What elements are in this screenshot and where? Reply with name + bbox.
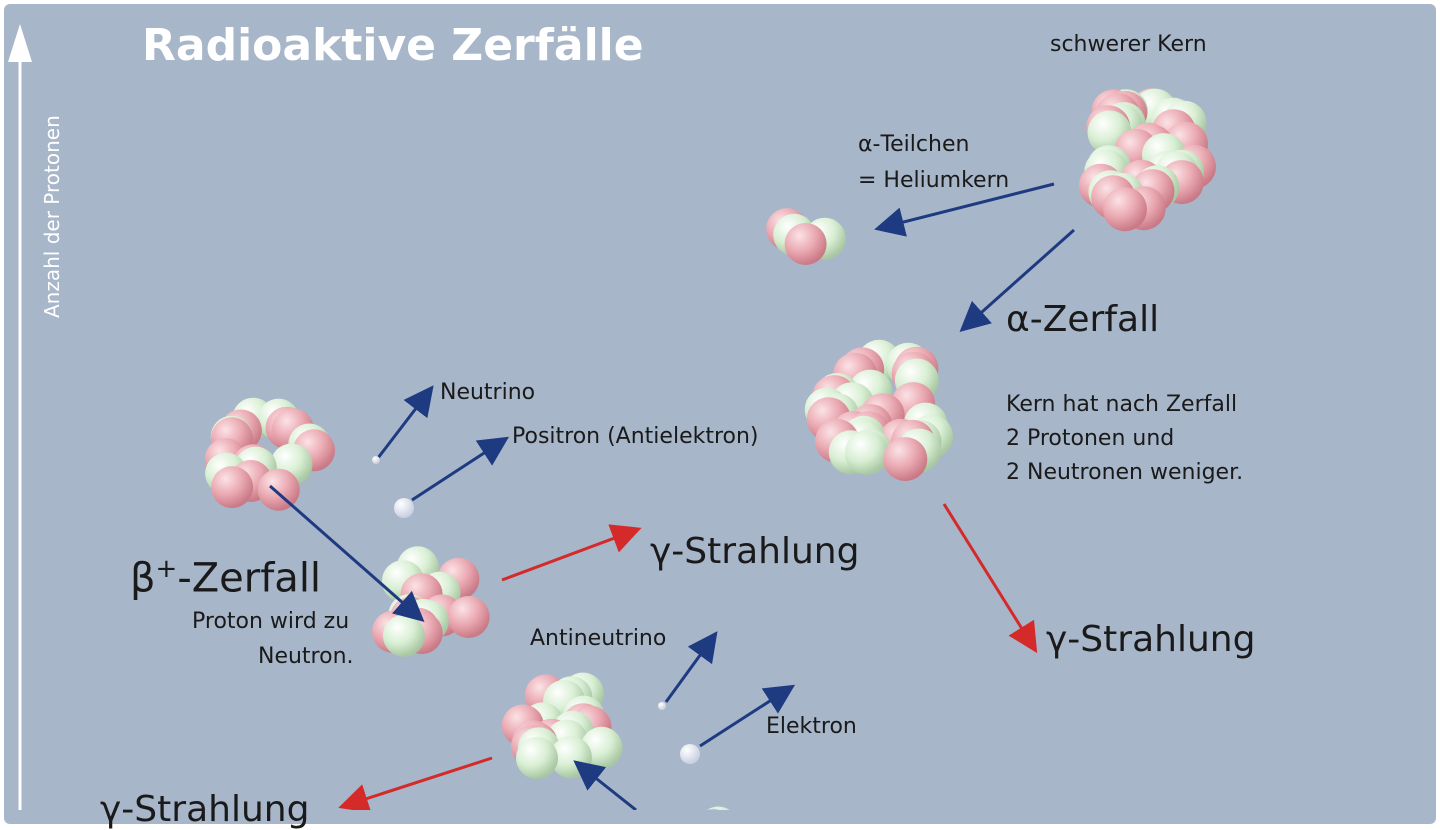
alpha-note-line-1: Kern hat nach Zerfall — [1006, 392, 1238, 417]
nucleus-before-beta-plus — [204, 397, 335, 511]
label-beta-plus-decay: β+-Zerfall — [130, 556, 321, 598]
beta-plus-superscript: + — [155, 554, 178, 584]
beta-plus-decay-arrow — [269, 484, 425, 622]
gamma-arrow-bottom — [338, 756, 493, 810]
beta-decay-word: -Zerfall — [177, 555, 322, 602]
diagram-artwork — [8, 24, 1216, 810]
neutron-ball — [382, 614, 425, 657]
alpha-note-line-3: 2 Neutronen weniger. — [1006, 460, 1244, 485]
neutron-ball — [516, 737, 558, 779]
label-gamma-middle: γ-Strahlung — [650, 531, 860, 572]
page-title: Radioaktive Zerfälle — [142, 20, 644, 71]
alpha-decay-arrow — [959, 228, 1075, 332]
label-gamma-right: γ-Strahlung — [1046, 619, 1256, 660]
label-antineutrino: Antineutrino — [530, 626, 667, 651]
label-neutrino: Neutrino — [440, 380, 536, 405]
beta-symbol: β — [130, 555, 156, 602]
beta-plus-note-line-1: Proton wird zu — [192, 609, 350, 634]
electron-arrow — [699, 684, 796, 748]
neutrino-arrow — [376, 385, 434, 459]
nucleus-bottom-partial — [705, 806, 730, 810]
label-alpha-particle: α-Teilchen — [858, 132, 970, 157]
label-helium-nucleus: = Heliumkern — [858, 168, 1010, 193]
diagram-stage: Radioaktive Zerfälle Anzahl der Protonen… — [4, 4, 1436, 828]
label-heavy-nucleus: schwerer Kern — [1050, 32, 1207, 57]
nucleus-beta-minus — [501, 672, 623, 779]
label-alpha-decay: α-Zerfall — [1006, 299, 1160, 340]
label-electron: Elektron — [766, 714, 857, 739]
gamma-arrow-middle — [501, 524, 642, 582]
alpha-particle-arrow — [874, 182, 1055, 237]
y-axis-label: Anzahl der Protonen — [40, 115, 64, 318]
alpha-particle-nucleus — [766, 208, 846, 265]
daughter-nucleus-alpha — [804, 339, 954, 482]
neutron-ball — [707, 806, 730, 810]
proton-ball — [211, 466, 254, 509]
beta-minus-decay-arrow — [573, 760, 637, 810]
y-axis-arrowhead — [8, 24, 32, 62]
antineutrino-particle — [658, 702, 666, 710]
proton-ball — [784, 223, 827, 265]
proton-ball — [447, 596, 490, 638]
antineutrino-arrow — [664, 631, 718, 703]
neutrino-particle — [372, 456, 380, 464]
proton-ball — [883, 437, 928, 482]
proton-ball — [1103, 187, 1147, 232]
heavy-nucleus — [1078, 88, 1216, 232]
gamma-arrow-right — [942, 503, 1038, 654]
beta-plus-note-line-2: Neutron. — [258, 644, 354, 669]
electron-particle — [680, 744, 700, 764]
alpha-note-line-2: 2 Protonen und — [1006, 426, 1175, 451]
neutron-ball — [844, 430, 889, 475]
proton-ball — [257, 468, 300, 511]
label-positron: Positron (Antielektron) — [512, 424, 759, 449]
positron-particle — [394, 498, 414, 518]
daughter-nucleus-beta-plus — [372, 546, 490, 657]
positron-arrow — [411, 436, 510, 502]
label-gamma-bottom: γ-Strahlung — [100, 789, 310, 830]
